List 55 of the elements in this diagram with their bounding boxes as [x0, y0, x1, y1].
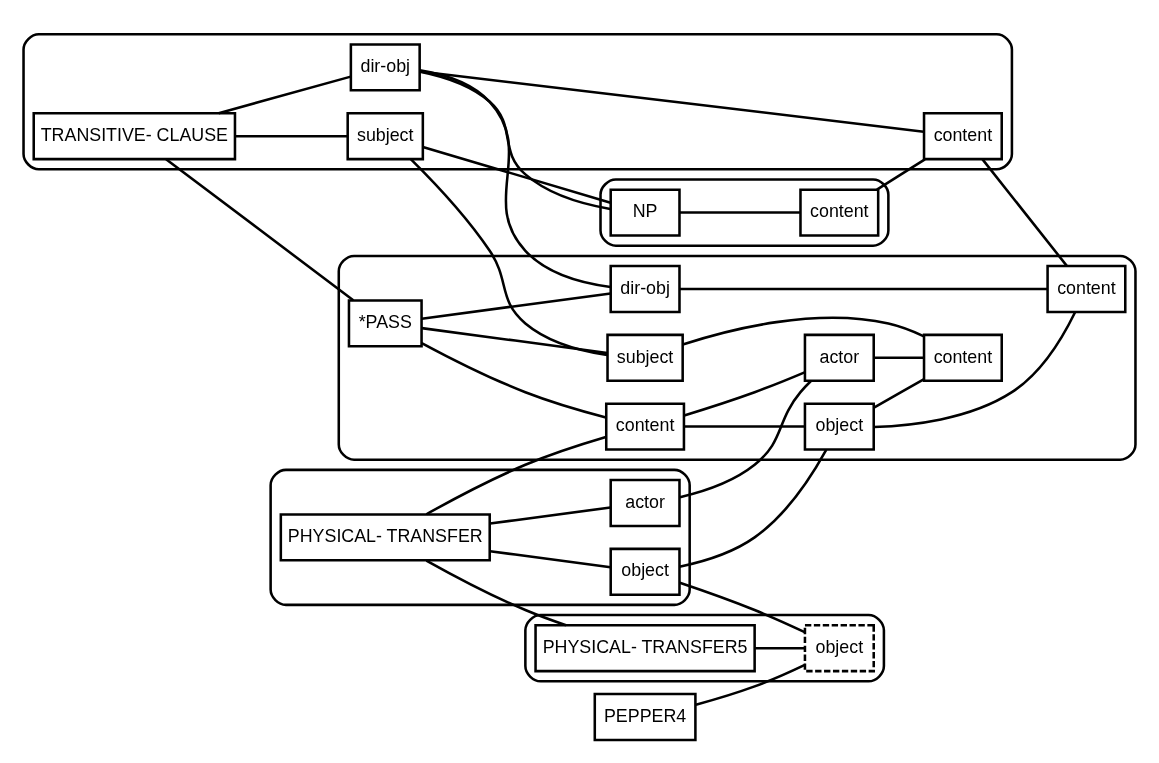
connector [422, 145, 611, 204]
connector [679, 379, 812, 498]
connector [235, 134, 348, 137]
node-box: object [803, 623, 875, 672]
connector [755, 646, 805, 649]
node-box: content [922, 111, 1003, 160]
connector [218, 74, 352, 114]
connector [873, 311, 1077, 428]
node-box: PHYSICAL- TRANSFER [279, 512, 491, 562]
node-box: content [1046, 264, 1127, 313]
connector [489, 505, 611, 525]
node-box: content [922, 333, 1003, 382]
connector [419, 69, 924, 133]
cluster [524, 613, 886, 683]
connector [421, 326, 608, 354]
cluster [599, 177, 890, 247]
connector [489, 549, 611, 569]
connector [419, 68, 611, 288]
connector [679, 210, 801, 214]
node-box: subject [606, 333, 684, 382]
node-box: PEPPER4 [593, 692, 697, 741]
cluster [337, 254, 1137, 461]
connector [874, 356, 924, 359]
node-box: TRANSITIVE- CLAUSE [32, 111, 237, 160]
connector [421, 291, 611, 320]
connector [421, 341, 607, 419]
connector [876, 157, 926, 191]
node-box: object [609, 547, 681, 596]
connector [165, 157, 355, 301]
node-box: actor [609, 478, 681, 527]
connector [409, 157, 608, 356]
cluster [22, 32, 1014, 171]
node-box: actor [803, 333, 875, 382]
connector [873, 377, 925, 409]
connector [684, 424, 805, 428]
node-box: NP [609, 187, 681, 237]
connector [682, 316, 925, 346]
node-box: dir-obj [609, 264, 681, 313]
connector [695, 663, 806, 706]
node-box: content [799, 187, 880, 237]
connector [679, 448, 828, 568]
connector [425, 558, 567, 626]
node-box: subject [346, 111, 425, 160]
connector [679, 287, 1048, 290]
connector [425, 435, 607, 515]
connector [683, 370, 806, 417]
node-box: *PASS [347, 298, 423, 348]
connector [981, 158, 1068, 267]
node-box: object [803, 401, 875, 451]
node-box: dir-obj [349, 42, 421, 92]
cluster [269, 468, 691, 606]
connector [419, 70, 611, 210]
node-box: PHYSICAL- TRANSFER5 [534, 623, 756, 672]
node-box: content [604, 401, 686, 451]
connector [679, 581, 806, 633]
